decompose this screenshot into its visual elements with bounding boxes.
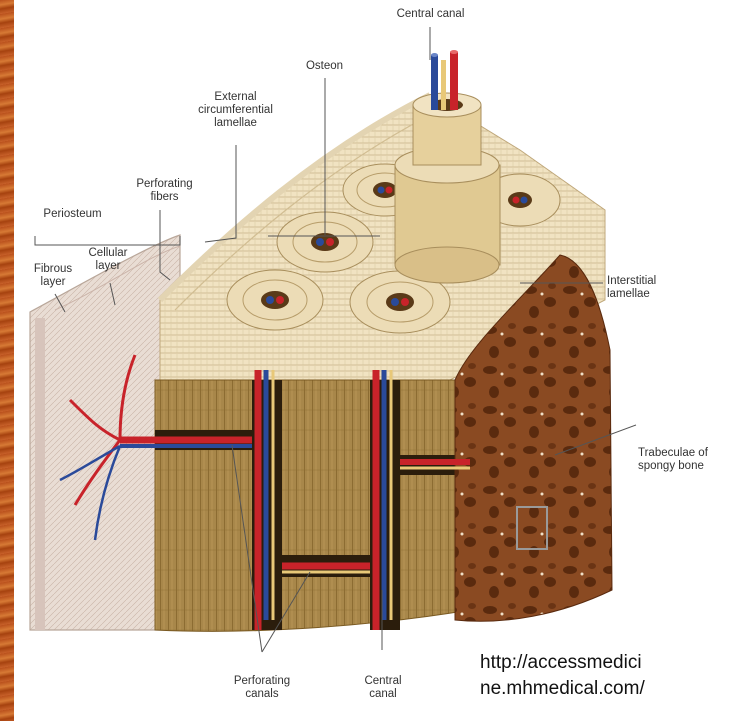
source-credit: http://accessmedici ne.mhmedical.com/: [480, 650, 730, 702]
osteon: [227, 270, 323, 330]
extruded-osteon-cylinder: [395, 50, 500, 283]
longitudinal-section: [155, 380, 470, 631]
label-fibrous-layer: Fibrous layer: [24, 263, 82, 289]
label-central-canal-bottom: Central canal: [353, 675, 413, 701]
label-perforating-fibers: Perforating fibers: [122, 178, 207, 204]
label-interstitial-lamellae: Interstitial lamellae: [607, 275, 717, 301]
label-central-canal-top: Central canal: [378, 8, 483, 21]
label-perforating-canals: Perforating canals: [212, 675, 312, 701]
label-cellular-layer: Cellular layer: [77, 247, 139, 273]
label-periosteum: Periosteum: [30, 208, 115, 221]
label-external-circumferential-lamellae: External circumferential lamellae: [183, 91, 288, 130]
label-trabeculae-spongy-bone: Trabeculae of spongy bone: [638, 447, 736, 473]
source-credit-line-2: ne.mhmedical.com/: [480, 676, 730, 702]
source-credit-line-1: http://accessmedici: [480, 650, 730, 676]
label-osteon: Osteon: [287, 60, 362, 73]
